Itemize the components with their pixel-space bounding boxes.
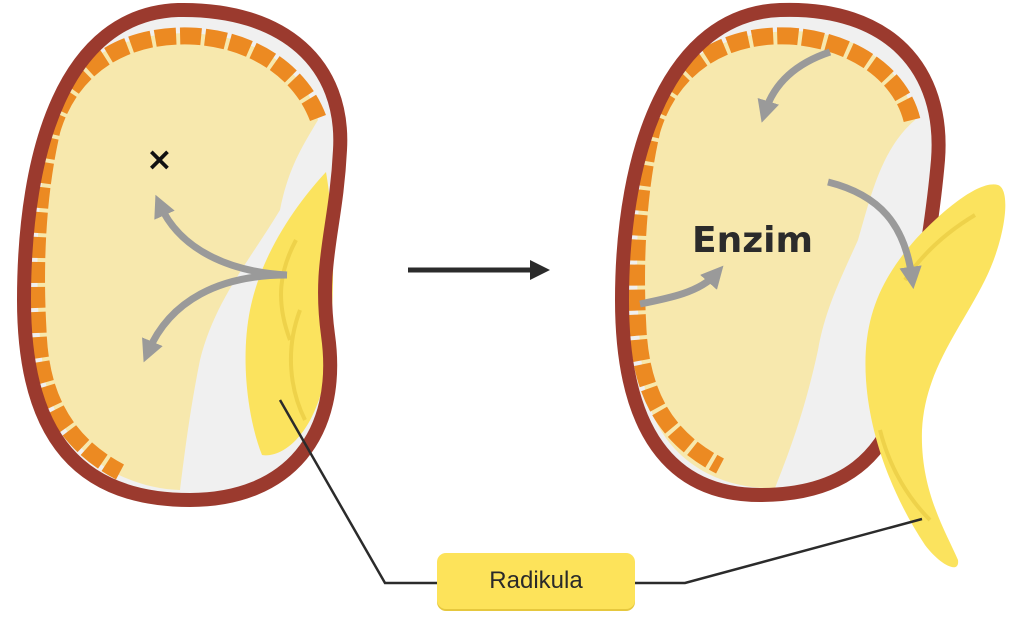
arrow-down <box>142 271 288 363</box>
arrow-enzyme <box>639 265 724 308</box>
radicle-label: Radikula <box>437 553 635 609</box>
enzyme-label: Enzim <box>692 220 814 261</box>
endosperm <box>37 33 319 490</box>
callout-line-right <box>635 517 923 585</box>
blocked-marker: × <box>146 140 173 178</box>
seed-coat <box>16 2 348 508</box>
endosperm <box>637 31 915 489</box>
seed-coat <box>614 2 946 503</box>
germinating-seed <box>614 2 1006 568</box>
radicle-left <box>245 172 334 456</box>
callout-line-left <box>278 399 437 585</box>
dormant-seed <box>16 2 348 508</box>
arrow-top <box>757 48 832 123</box>
arrow-to-radicle <box>827 178 922 290</box>
